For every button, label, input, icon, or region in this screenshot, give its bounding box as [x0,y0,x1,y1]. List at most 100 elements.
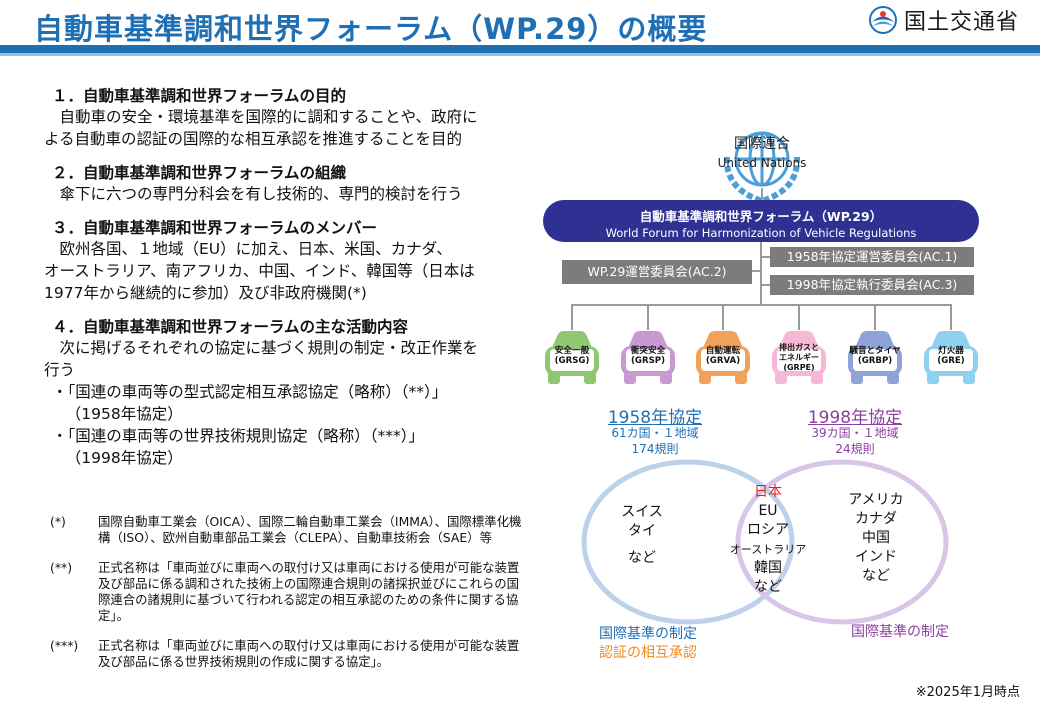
section-heading: ２．自動車基準調和世界フォーラムの組織 [52,164,347,182]
connector-line [647,304,649,330]
section-line: （1998年協定） [58,449,183,467]
connector-line [762,256,770,258]
connector-line [571,304,952,306]
car-icon [772,331,826,384]
header-band-light [0,53,1040,56]
venn-right-group: アメリカ カナダ 中国 インド など [834,491,918,586]
section-line: （1958年協定） [58,405,183,423]
venn-center-group: 日本 EU ロシア オーストラリア 韓国 など [718,483,818,597]
agreement-1998-rules: 24規則 [835,442,875,456]
car-icon [545,331,599,384]
venn-1998-circle [735,459,949,625]
working-party-name: 排出ガスと エネルギー [779,343,819,362]
footnote-mark: (**) [50,560,73,575]
un-name-ja: 国際連合 [734,136,790,152]
footnote-item: (**) 正式名称は「車両並びに車両への取付け又は車両における使用が可能な装置及… [50,560,530,624]
header-band [0,45,1040,53]
venn-1958-circle [581,459,795,625]
car-icon [621,331,675,384]
committee-ac1: 1958年協定運営委員会(AC.1) [770,247,974,267]
country-label: インド [855,549,897,565]
connector-line [760,242,762,304]
working-party-name: 騒音とタイヤ [849,346,901,356]
working-party-code: (GRSP) [630,356,665,366]
role-1958-recognition: 認証の相互承認 [599,645,697,661]
footnote-text: 正式名称は「車両並びに車両への取付け又は車両における使用が可能な装置及び部品に係… [98,560,520,623]
working-party-code: (GRBP) [857,356,893,366]
mlit-emblem-icon [869,6,897,34]
committee-ac2: WP.29運営委員会(AC.2) [562,260,752,284]
footnote-text: 正式名称は「車両並びに車両への取付け又は車両における使用が可能な装置及び部品に係… [98,638,520,669]
footnote-item: (***) 正式名称は「車両並びに車両への取付け又は車両における使用が可能な装置… [50,638,530,670]
working-party-label: 安全一般 (GRSG) [542,346,602,366]
connector-line [950,304,952,330]
footnote-mark: (***) [50,638,79,653]
working-party-label: 騒音とタイヤ (GRBP) [845,346,905,366]
section-line: ・「国連の車両等の型式認定相互承認協定（略称）（**）」 [52,383,448,401]
section-line: オーストラリア、南アフリカ、中国、インド、韓国等（日本は [44,262,475,280]
page-title: 自動車基準調和世界フォーラム（WP.29）の概要 [34,12,708,46]
section-heading: １．自動車基準調和世界フォーラムの目的 [52,87,347,105]
section-line: 行う [44,361,76,379]
footnote-text: 国際自動車工業会（OICA）、国際二輪自動車工業会（IMMA）、国際標準化機構（… [98,514,522,545]
agreement-1998-members: 39カ国・１地域 [811,426,899,440]
working-party-gre: 灯火器 (GRE) [921,330,981,386]
overview-sections: １．自動車基準調和世界フォーラムの目的 自動車の安全・環境基準を国際的に調和する… [44,84,524,480]
venn-left-group: スイス タイ など [600,503,684,568]
country-label: EU [758,503,778,519]
footnote-item: (*) 国際自動車工業会（OICA）、国際二輪自動車工業会（IMMA）、国際標準… [50,514,530,546]
committee-ac3: 1998年協定執行委員会(AC.3) [770,275,974,295]
connector-line [761,188,763,200]
working-party-label: 排出ガスと エネルギー (GRPE) [769,343,829,373]
venn-diagram [581,459,949,625]
as-of-note: ※2025年1月時点 [915,685,1020,700]
country-label: カナダ [855,511,897,527]
working-party-label: 衝突安全 (GRSP) [618,346,678,366]
mlit-logo: 国土交通省 [868,4,1019,36]
section-line: ・「国連の車両等の世界技術規則協定（略称）（***）」 [52,427,425,445]
country-label: スイス [621,504,663,520]
country-label: など [754,579,782,595]
working-party-grsg: 安全一般 (GRSG) [542,330,602,386]
section-line: 自動車の安全・環境基準を国際的に調和することや、政府に [44,108,478,126]
working-party-label: 自動運転 (GRVA) [693,346,753,366]
country-label: タイ [628,523,656,539]
un-emblem-icon [723,131,801,205]
country-japan: 日本 [754,484,782,500]
footnote-mark: (*) [50,514,66,529]
connector-line [722,304,724,330]
section-members: ３．自動車基準調和世界フォーラムのメンバー 欧州各国、１地域（EU）に加え、日本… [44,216,524,304]
section-heading: ４．自動車基準調和世界フォーラムの主な活動内容 [52,318,409,336]
section-activities: ４．自動車基準調和世界フォーラムの主な活動内容 次に掲げるそれぞれの協定に基づく… [44,315,524,469]
working-party-name: 灯火器 [938,346,964,356]
working-party-code: (GRSG) [554,356,590,366]
role-1958-standards: 国際基準の制定 [599,626,697,642]
un-name-en: United Nations [717,156,807,170]
working-party-grva: 自動運転 (GRVA) [693,330,753,386]
section-line: 1977年から継続的に参加）及び非政府機関(*) [44,284,367,302]
country-label: 韓国 [754,560,782,576]
working-party-grsp: 衝突安全 (GRSP) [618,330,678,386]
working-party-name: 衝突安全 [630,346,666,356]
country-label: オーストラリア [729,543,807,556]
role-1998-standards: 国際基準の制定 [851,624,949,640]
wp29-name-en: World Forum for Harmonization of Vehicle… [605,226,917,240]
connector-line [762,284,770,286]
section-line: よる自動車の認証の国際的な相互承認を推進することを目的 [44,130,463,148]
agreement-1998-title: 1998年協定 [807,408,903,428]
wp29-banner: 自動車基準調和世界フォーラム（WP.29） World Forum for Ha… [543,200,979,242]
working-party-code: (GRPE) [783,363,815,372]
connector-line [798,304,800,330]
working-party-grpe: 排出ガスと エネルギー (GRPE) [769,330,829,386]
country-label: など [628,550,656,566]
country-label: ロシア [747,522,789,538]
working-party-name: 自動運転 [705,346,741,356]
connector-line [571,304,573,330]
working-party-name: 安全一般 [554,346,590,356]
working-party-label: 灯火器 (GRE) [921,346,981,366]
car-icon [924,331,978,384]
working-party-code: (GRVA) [705,356,741,366]
section-line: 次に掲げるそれぞれの協定に基づく規則の制定・改正作業を [44,339,479,357]
car-icon [696,331,750,384]
country-label: 中国 [862,530,890,546]
